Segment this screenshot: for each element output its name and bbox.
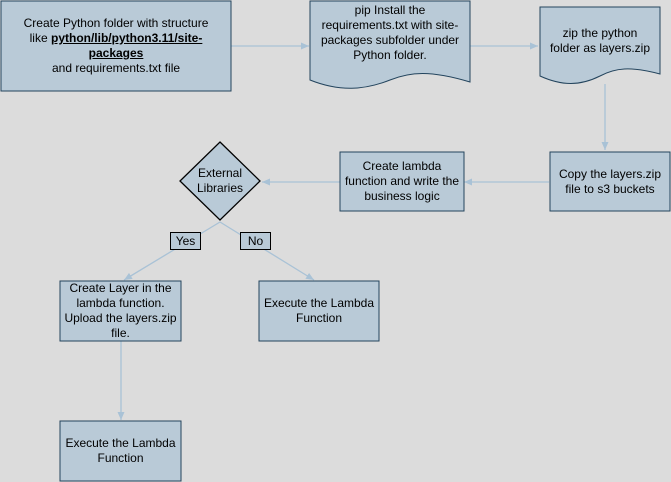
pip-install-document-shape (309, 0, 471, 89)
no-label: No (240, 232, 271, 250)
create-folder-line2: like python/lib/python3.11/site-packages (5, 31, 227, 61)
create-layer-box (59, 280, 182, 342)
arrow-decision-to-layer (123, 221, 221, 281)
zip-folder-text: zip the python folder as layers.zip (549, 26, 651, 55)
yes-label: Yes (170, 232, 201, 250)
decision-text: External Libraries (196, 166, 244, 195)
arrow-decision-to-execute-no (219, 221, 315, 281)
execute-no-text: Execute the Lambda Function (263, 296, 375, 325)
create-lambda-box (339, 151, 465, 212)
copy-s3-box (549, 151, 671, 212)
create-folder-text: Create Python folder with structure like… (1, 1, 231, 91)
create-lambda-text: Create lambda function and write the bus… (344, 159, 460, 203)
execute-no-box (258, 280, 380, 342)
site-packages-path: python/lib/python3.11/site-packages (50, 31, 203, 60)
create-layer-text: Create Layer in the lambda function. Upl… (64, 281, 177, 340)
create-folder-line2-prefix: like (29, 31, 51, 45)
pip-install-text: pip Install the requirements.txt with si… (320, 3, 460, 62)
execute-yes-box (59, 420, 182, 482)
create-folder-line3: and requirements.txt file (51, 61, 181, 75)
zip-folder-document-shape (539, 6, 661, 84)
execute-yes-text: Execute the Lambda Function (65, 436, 176, 465)
create-folder-line1: Create Python folder with structure (23, 16, 209, 30)
copy-s3-text: Copy the layers.zip file to s3 buckets (558, 166, 662, 196)
create-folder-box (0, 0, 232, 92)
external-libraries-decision (179, 141, 261, 221)
